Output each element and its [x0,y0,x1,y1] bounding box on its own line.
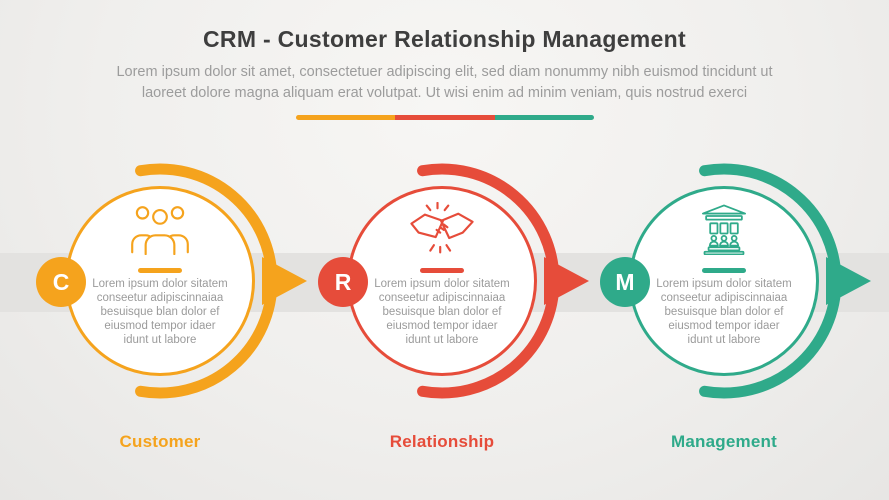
header: CRM - Customer Relationship Management L… [0,26,889,103]
item-divider [138,268,182,273]
divider-segment-management [494,115,594,120]
letter-badge: C [36,257,86,307]
orbit-arc-and-arrow [699,163,871,399]
item-description: Lorem ipsum dolor sitatem conseetur adip… [374,278,510,347]
people-group-icon-svg [131,206,189,255]
arrow-right-icon [826,257,871,305]
badge-letter: M [615,268,635,295]
letter-badge: R [318,257,368,307]
orbit-arc-and-arrow [135,163,307,399]
item-label: Relationship [389,432,495,451]
item-label: Customer [119,432,201,451]
page-subtitle: Lorem ipsum dolor sit amet, consectetuer… [116,64,773,101]
item-circle [347,186,537,376]
divider-segment-relationship [395,115,495,120]
people-group-icon [5,202,315,256]
item-management: Lorem ipsum dolor sitatem conseetur adip… [569,150,879,460]
item-description: Lorem ipsum dolor sitatem conseetur adip… [656,278,792,347]
arrow-right-icon [544,257,589,305]
header-divider [296,115,594,120]
item-divider [702,268,746,273]
handshake-icon [287,202,597,256]
item-divider [420,268,464,273]
arrow-right-icon [262,257,307,305]
handshake-icon-svg [410,202,474,254]
item-label: Management [671,432,777,451]
letter-badge: M [600,257,650,307]
bank-building-icon [569,202,879,256]
item-description: Lorem ipsum dolor sitatem conseetur adip… [92,278,228,347]
page-title: CRM - Customer Relationship Management [203,26,686,52]
badge-letter: C [52,268,70,295]
item-customer: Lorem ipsum dolor sitatem conseetur adip… [5,150,315,460]
badge-letter: R [334,268,352,295]
item-relationship: Lorem ipsum dolor sitatem conseetur adip… [287,150,597,460]
bank-building-icon-svg [701,204,747,255]
orbit-arc-and-arrow [417,163,589,399]
divider-segment-customer [296,115,396,120]
